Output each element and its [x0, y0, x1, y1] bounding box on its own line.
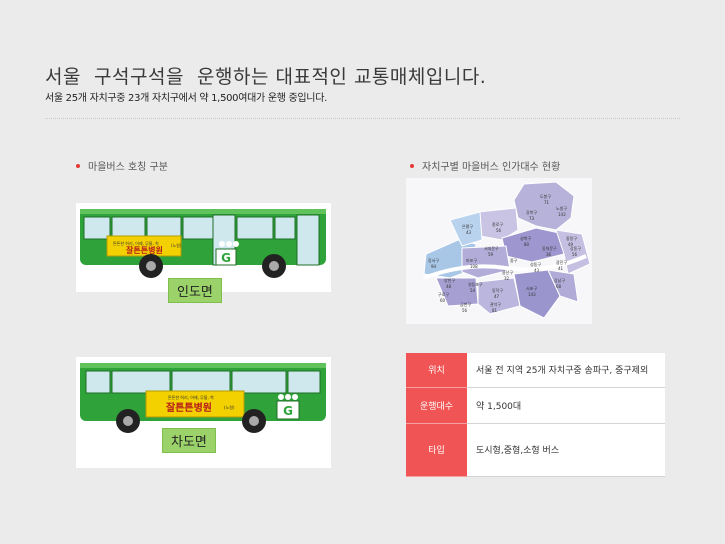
- bus-panel-road: 튼튼한 허리, 어깨, 무릎, 척 잘튼튼병원 (노원) G: [76, 357, 331, 468]
- district-value: 143: [528, 292, 536, 297]
- district-label: 서대문구: [484, 245, 499, 251]
- bus-ad-subtext: 튼튼한 허리, 어깨, 무릎, 척: [168, 394, 214, 400]
- district-label: 중랑구: [566, 235, 577, 241]
- bus-label-sidewalk: 인도면: [168, 278, 222, 303]
- table-row: 타입 도시형,중형,소형 버스: [406, 423, 665, 477]
- bus-road-illustration: 튼튼한 허리, 어깨, 무릎, 척 잘튼튼병원 (노원) G: [80, 363, 326, 433]
- page-title: 서울 구석구석을 운행하는 대표적인 교통매체입니다.: [45, 66, 487, 88]
- district-value: 41: [558, 266, 564, 271]
- bus-ad-text: 잘튼튼병원: [166, 401, 212, 414]
- district-label: 금천구: [460, 301, 471, 307]
- district-label: 양천구: [444, 277, 455, 283]
- district-value: 32: [504, 276, 510, 281]
- bus-g-letter: G: [221, 251, 231, 265]
- district-value: 43: [466, 230, 472, 235]
- info-value-count: 약 1,500대: [467, 387, 665, 424]
- district-label: 강동구: [570, 245, 581, 251]
- district-label: 영등포구: [468, 281, 483, 287]
- district-label: 구로구: [438, 292, 449, 297]
- district-value: 59: [488, 252, 494, 257]
- district-value: 80: [524, 242, 530, 247]
- info-value-type: 도시형,중형,소형 버스: [467, 423, 665, 477]
- bus-g-logo: [276, 400, 300, 420]
- district-value: 36: [546, 252, 552, 257]
- district-label: 광진구: [556, 259, 567, 265]
- info-key-count: 운행대수: [406, 387, 467, 424]
- district-stats-heading-text: 자치구별 마을버스 인가대수 현황: [422, 162, 561, 173]
- seoul-map-illustration: 도봉구 71 노원구 143 강북구 73 은평구 43 성북구 80 종로구 …: [423, 181, 591, 319]
- bullet-icon: [76, 163, 80, 168]
- bus-ad-tag: (노원): [224, 404, 235, 410]
- district-value: 68: [556, 284, 562, 289]
- district-value: 60: [440, 298, 446, 303]
- district-value: 47: [494, 294, 500, 299]
- district-label: 동작구: [492, 287, 503, 293]
- bus-sidewalk-illustration: 튼튼한 허리, 어깨, 무릎, 척 잘튼튼병원 (노원) G: [80, 209, 326, 278]
- bus-ad-text: 잘튼튼병원: [126, 245, 163, 255]
- district-value: 94: [431, 264, 437, 269]
- seoul-district-map: 도봉구 71 노원구 143 강북구 73 은평구 43 성북구 80 종로구 …: [406, 178, 592, 324]
- district-value: 81: [492, 308, 498, 313]
- district-value: 143: [558, 212, 566, 217]
- district-value: 108: [470, 264, 478, 269]
- bus-info-table: 위치 서울 전 지역 25개 자치구중 송파구, 중구제외 운행대수 약 1,5…: [406, 353, 665, 477]
- district-label: 강서구: [428, 257, 439, 263]
- district-stats-heading: 자치구별 마을버스 인가대수 현황: [410, 158, 560, 173]
- bus-types-heading-text: 마을버스 호칭 구분: [88, 162, 168, 173]
- table-row: 위치 서울 전 지역 25개 자치구중 송파구, 중구제외: [406, 353, 665, 388]
- district-label: 강북구: [526, 209, 537, 215]
- district-label: 중구: [510, 258, 518, 263]
- district-value: 54: [470, 288, 476, 293]
- district-label: 용산구: [502, 269, 513, 275]
- info-value-location: 서울 전 지역 25개 자치구중 송파구, 중구제외: [467, 353, 665, 388]
- bus-g-letter: G: [283, 404, 293, 418]
- bus-g-logo: [215, 248, 237, 266]
- district-label: 노원구: [556, 205, 567, 211]
- district-label: 은평구: [462, 223, 473, 229]
- district-value: 49: [568, 242, 574, 247]
- bus-types-heading: 마을버스 호칭 구분: [76, 158, 168, 173]
- district-label: 도봉구: [540, 193, 551, 199]
- district-value: 43: [534, 268, 540, 273]
- table-row: 운행대수 약 1,500대: [406, 387, 665, 424]
- bus-ad-subtext: 튼튼한 허리, 어깨, 무릎, 척: [113, 240, 159, 246]
- district-value: 56: [572, 252, 578, 257]
- district-value: 56: [496, 228, 502, 233]
- bus-ad-banner: [145, 390, 245, 418]
- district-label: 강남구: [554, 277, 565, 283]
- bus-ad-banner: [106, 235, 182, 257]
- district-value: 48: [446, 284, 452, 289]
- district-label: 종로구: [492, 222, 503, 227]
- bus-ad-tag: (노원): [171, 242, 182, 248]
- district-value: 73: [529, 216, 535, 221]
- district-value: 71: [544, 200, 550, 205]
- district-value: 56: [462, 308, 468, 313]
- info-key-location: 위치: [406, 353, 467, 388]
- page-subtitle: 서울 25개 자치구중 23개 자치구에서 약 1,500여대가 운행 중입니다…: [45, 93, 327, 104]
- bullet-icon: [410, 163, 414, 168]
- header-divider: [45, 118, 680, 119]
- bus-label-road: 차도면: [162, 428, 216, 453]
- info-key-type: 타입: [406, 423, 467, 477]
- district-label: 성북구: [520, 235, 531, 241]
- district-label: 관악구: [490, 301, 501, 307]
- district-label: 서초구: [526, 285, 537, 291]
- district-label: 마포구: [466, 257, 477, 263]
- district-label: 성동구: [530, 261, 541, 267]
- bus-panel-sidewalk: 튼튼한 허리, 어깨, 무릎, 척 잘튼튼병원 (노원) G: [76, 203, 331, 292]
- district-label: 동대문구: [542, 245, 557, 251]
